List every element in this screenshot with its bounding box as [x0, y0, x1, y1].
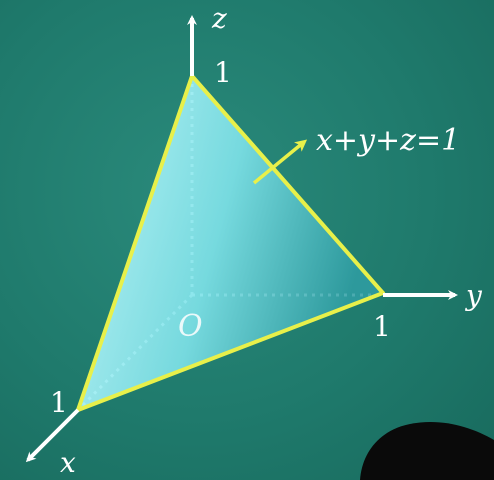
presenter-head-silhouette [360, 421, 494, 480]
y-axis-label: y [464, 279, 483, 312]
origin-label: O [178, 309, 203, 344]
z-intercept-label: 1 [214, 56, 232, 89]
z-axis-label: z [211, 2, 227, 35]
equation-pointer-arrow [252, 139, 308, 185]
plane-equation-label: x+y+z=1 [316, 123, 460, 158]
y-intercept-label: 1 [373, 310, 391, 343]
x-axis [25, 408, 80, 463]
x-intercept-label: 1 [50, 386, 68, 419]
x-axis-label: x [60, 446, 76, 479]
plane-triangle [76, 74, 385, 412]
